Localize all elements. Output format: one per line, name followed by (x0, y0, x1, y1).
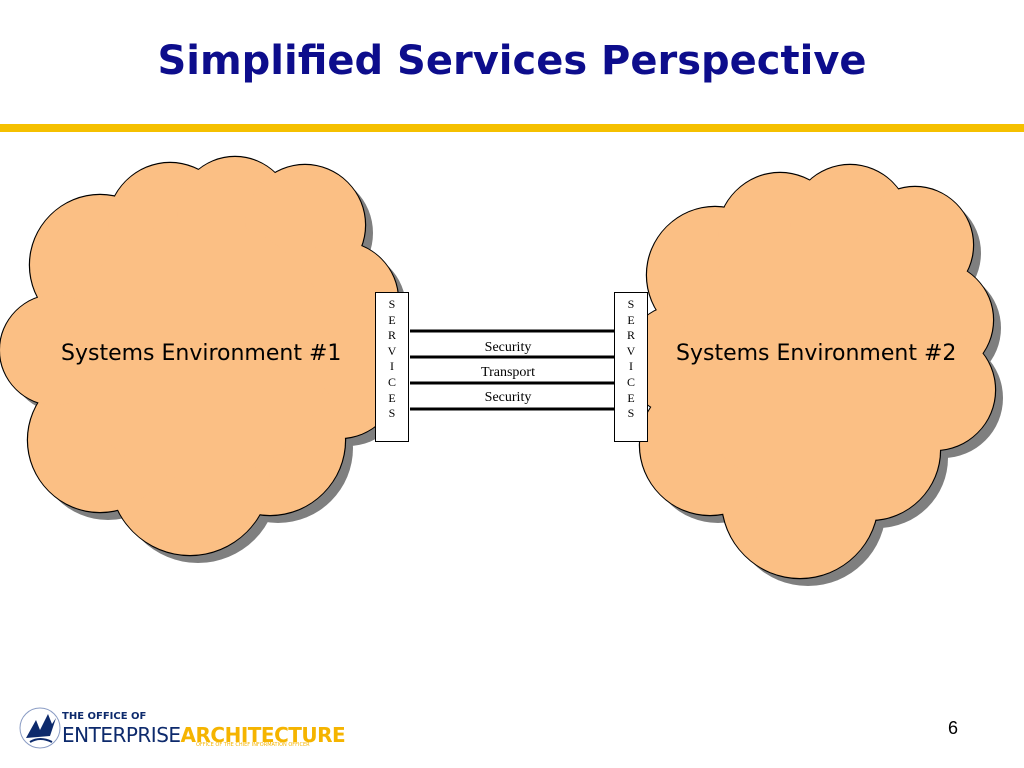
title-divider (0, 124, 1024, 132)
cloud-environment-2 (623, 163, 1003, 586)
services-letter: V (387, 343, 397, 358)
services-letter: E (388, 312, 396, 327)
services-letter: S (388, 406, 396, 421)
services-letter: E (388, 390, 396, 405)
services-letter: R (387, 328, 396, 343)
services-letter: R (626, 328, 635, 343)
services-letter: C (387, 374, 396, 389)
logo-word-enterprise: ENTERPRISE (62, 723, 181, 747)
services-letter: E (627, 312, 635, 327)
services-letter: I (629, 359, 633, 374)
page-number: 6 (948, 718, 959, 738)
services-letter: S (627, 406, 635, 421)
services-letter: E (627, 390, 635, 405)
logo-tagline: OFFICE OF THE CHIEF INFORMATION OFFICER (196, 742, 310, 748)
layer-label-security-bottom: Security (484, 390, 532, 405)
logo-wordmark: ENTERPRISEARCHITECTURE (62, 723, 346, 747)
services-box-left: S E R V I C E S (375, 292, 409, 442)
services-letter: I (390, 359, 394, 374)
environment-1-label: Systems Environment #1 (61, 341, 342, 366)
logo-line-1: THE OFFICE OF (62, 711, 147, 722)
services-box-right: S E R V I C E S (614, 292, 648, 442)
layer-label-security-top: Security (484, 340, 532, 355)
environment-2-label: Systems Environment #2 (676, 341, 957, 366)
layer-label-transport: Transport (481, 365, 535, 380)
services-letter: S (627, 297, 635, 311)
services-letter: V (626, 343, 636, 358)
eagle-seal-icon (19, 707, 61, 749)
services-letter: C (626, 374, 635, 389)
services-letter: S (388, 297, 396, 311)
enterprise-architecture-logo (19, 707, 61, 749)
slide-title: Simplified Services Perspective (157, 38, 867, 84)
logo-word-architecture: ARCHITECTURE (180, 723, 346, 747)
connection-lines (410, 329, 614, 411)
